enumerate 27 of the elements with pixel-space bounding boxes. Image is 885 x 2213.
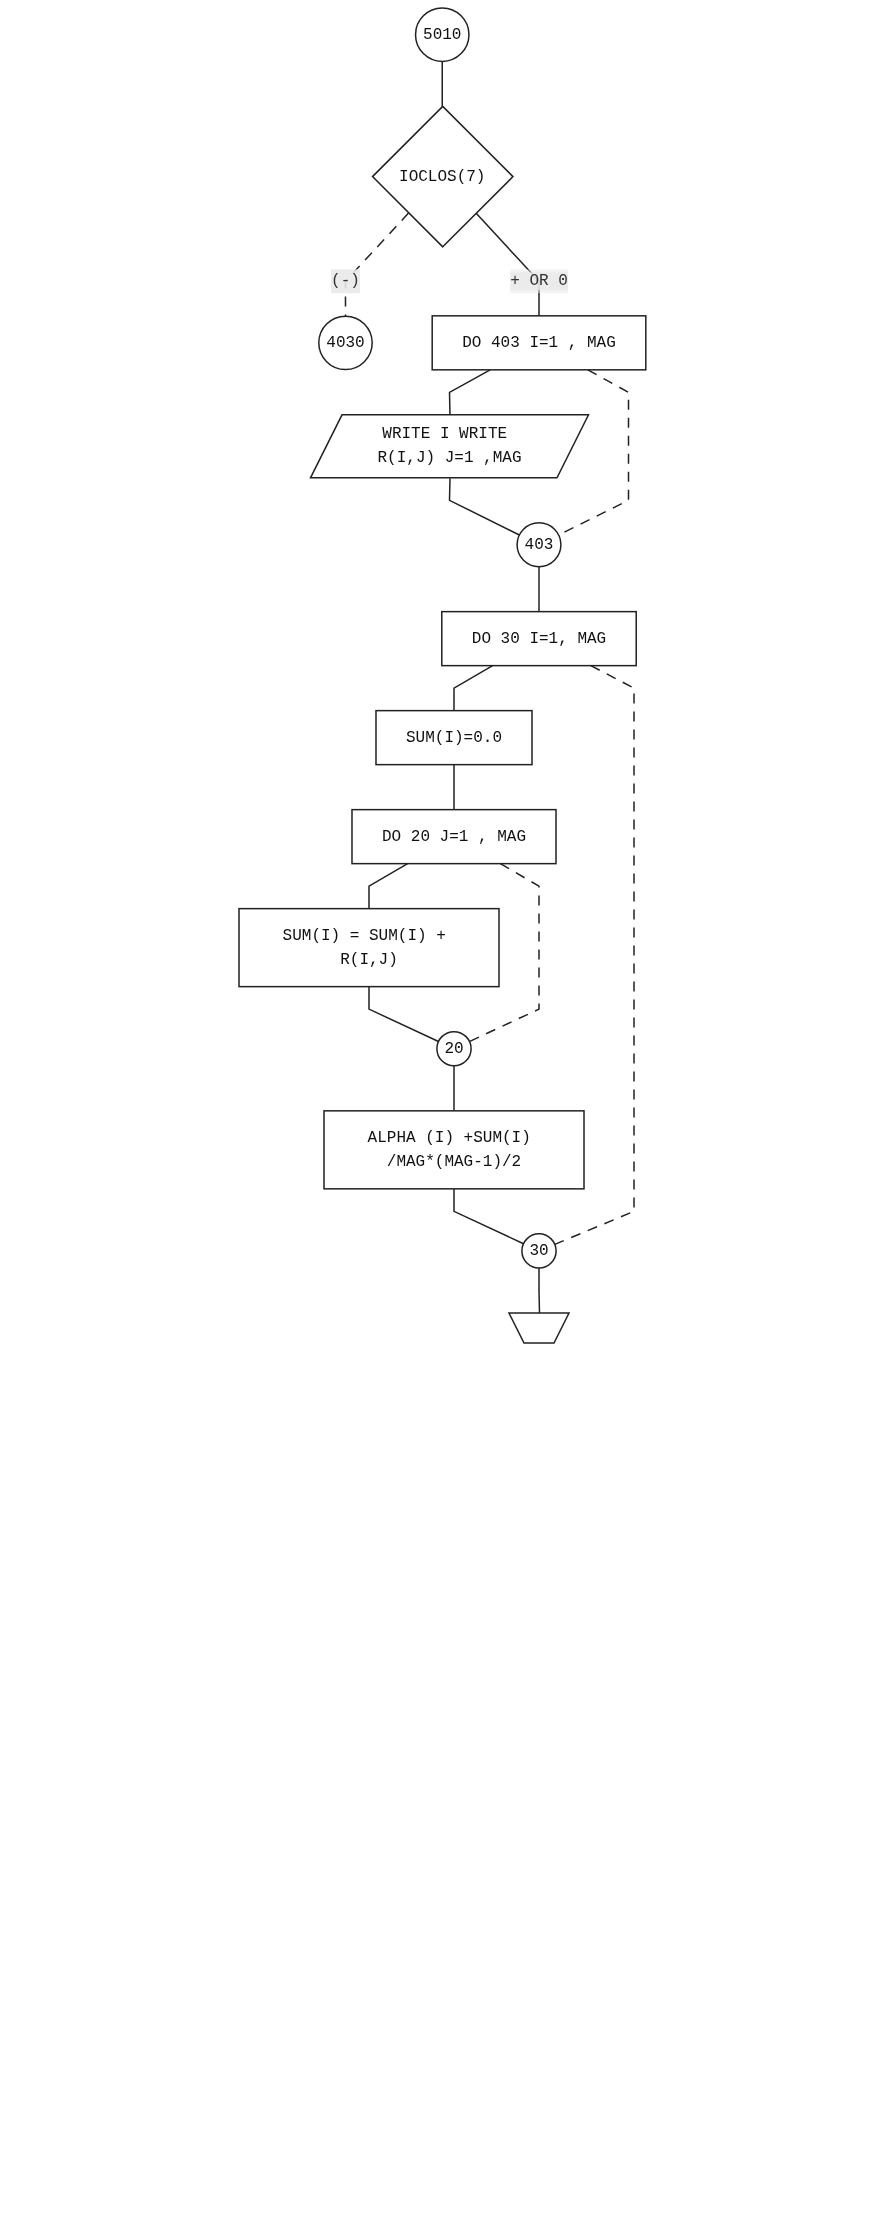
node-pentagon — [507, 1312, 571, 1344]
connector — [453, 1188, 525, 1245]
connector — [448, 477, 521, 536]
node-box: DO 30 I=1, MAG — [441, 610, 638, 667]
connector — [468, 862, 540, 1043]
node-circle: 30 — [521, 1233, 557, 1269]
connector — [368, 985, 440, 1043]
node-circle: 403 — [516, 522, 562, 568]
connector — [554, 664, 635, 1246]
node-circle: 5010 — [414, 7, 470, 63]
node-box: SUM(I) = SUM(I) + R(I,J) — [238, 907, 500, 988]
node-box: ALPHA (I) +SUM(I) /MAG*(MAG-1)/2 — [323, 1110, 585, 1190]
node-diamond: IOCLOS(7) — [371, 105, 515, 248]
connector — [453, 1065, 455, 1112]
edge-label: + OR 0 — [510, 272, 568, 291]
node-box: DO 403 I=1 , MAG — [431, 315, 647, 371]
node-circle: 20 — [436, 1030, 472, 1067]
node-circle: 4030 — [318, 315, 374, 371]
connector — [344, 212, 410, 317]
edge-label: (-) — [331, 272, 360, 291]
connector — [441, 60, 444, 108]
node-box: SUM(I)=0.0 — [375, 709, 533, 766]
node-box: DO 20 J=1 , MAG — [351, 808, 557, 865]
connector — [453, 664, 494, 712]
connector — [368, 862, 409, 910]
connector — [453, 763, 455, 811]
connector — [538, 565, 540, 613]
